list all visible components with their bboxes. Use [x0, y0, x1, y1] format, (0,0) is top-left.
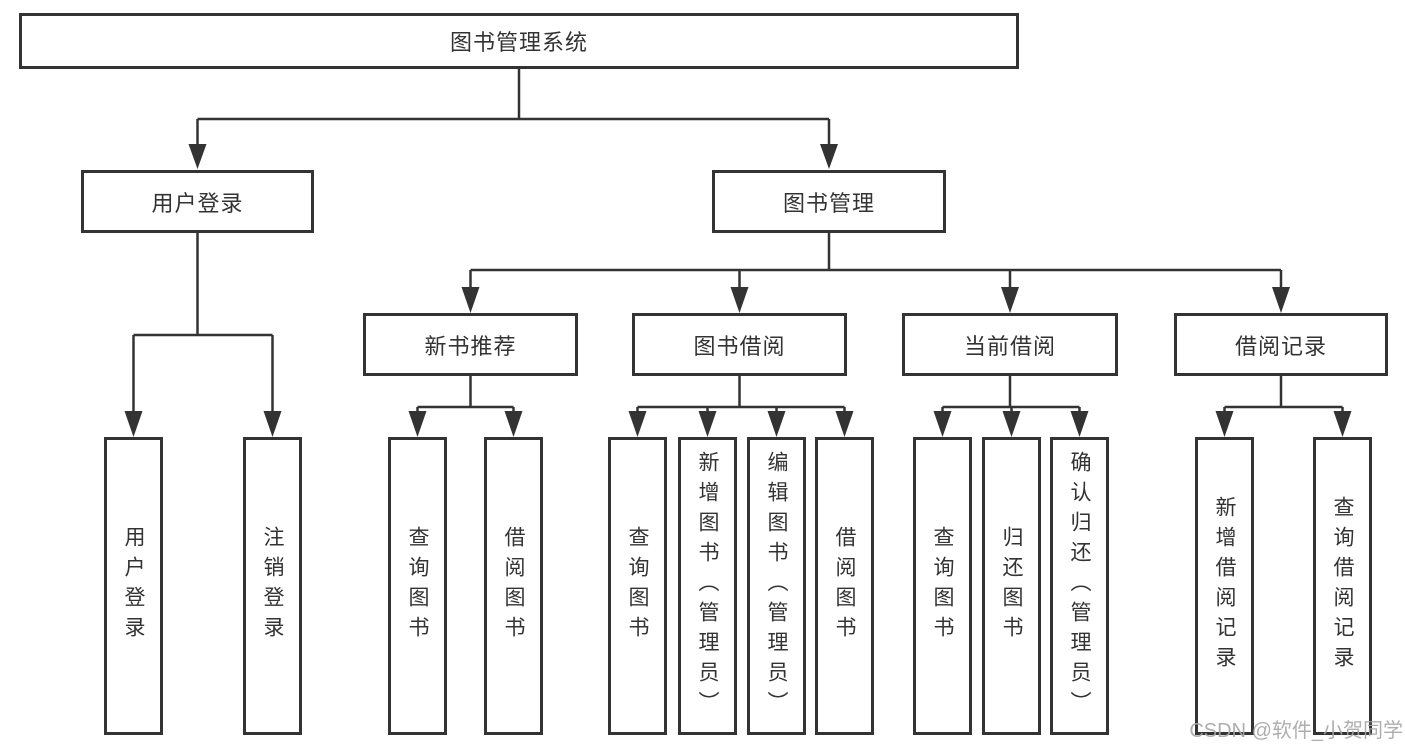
- node-leaf-br-query-record-label: 查询借阅记录: [1331, 496, 1354, 676]
- connector-user-login-children: [132, 233, 274, 414]
- node-user-login-label: 用户登录: [151, 190, 244, 216]
- node-leaf-bb-edit-books-admin: 编辑图书（管理员）: [747, 437, 806, 735]
- node-book-management-label: 图书管理: [782, 190, 875, 216]
- node-leaf-br-query-record: 查询借阅记录: [1313, 437, 1372, 735]
- arrowheads-user-login-children: [124, 411, 282, 437]
- connector-book-mgmt-to-level3: [469, 233, 1283, 291]
- connector-new-book-rec-children: [416, 376, 515, 415]
- node-leaf-cb-confirm-return-admin-label: 确认归还（管理员）: [1068, 451, 1091, 721]
- node-book-borrowing: 图书借阅: [632, 313, 847, 376]
- arrowheads-book-borrowing-children: [628, 411, 854, 437]
- node-leaf-cb-confirm-return-admin: 确认归还（管理员）: [1050, 437, 1109, 735]
- node-root: 图书管理系统: [19, 13, 1019, 69]
- node-leaf-bb-edit-books-admin-label: 编辑图书（管理员）: [765, 451, 788, 721]
- node-borrowing-records: 借阅记录: [1174, 313, 1388, 376]
- connector-current-borrowing-children: [941, 376, 1081, 415]
- node-borrowing-records-label: 借阅记录: [1234, 333, 1327, 359]
- connector-book-borrowing-children: [636, 376, 846, 415]
- node-leaf-nbr-query-books: 查询图书: [388, 437, 447, 735]
- node-current-borrowing-label: 当前借阅: [963, 333, 1056, 359]
- node-leaf-nbr-query-books-label: 查询图书: [406, 526, 429, 646]
- node-leaf-user-login: 用户登录: [104, 437, 163, 735]
- node-new-book-recommend: 新书推荐: [363, 313, 578, 376]
- connector-borrowing-records-children: [1223, 376, 1344, 415]
- node-leaf-logout-label: 注销登录: [261, 526, 284, 646]
- arrowheads-level3: [461, 287, 1290, 313]
- arrowheads-current-borrowing-children: [933, 411, 1089, 437]
- node-root-label: 图书管理系统: [449, 30, 588, 55]
- node-user-login: 用户登录: [81, 170, 314, 233]
- node-leaf-bb-add-books-admin-label: 新增图书（管理员）: [696, 451, 719, 721]
- node-book-borrowing-label: 图书借阅: [693, 333, 786, 359]
- node-leaf-nbr-borrow-books-label: 借阅图书: [502, 526, 525, 646]
- node-leaf-user-login-label: 用户登录: [122, 526, 145, 646]
- node-leaf-br-add-record-label: 新增借阅记录: [1213, 496, 1236, 676]
- node-leaf-bb-query-books: 查询图书: [608, 437, 667, 735]
- node-new-book-recommend-label: 新书推荐: [424, 333, 517, 359]
- node-leaf-logout: 注销登录: [243, 437, 302, 735]
- node-leaf-bb-query-books-label: 查询图书: [626, 526, 649, 646]
- watermark-text: CSDN @软件_小贺同学: [1189, 720, 1403, 742]
- node-book-management: 图书管理: [712, 170, 946, 233]
- node-leaf-cb-return-books: 归还图书: [982, 437, 1041, 735]
- node-current-borrowing: 当前借阅: [902, 313, 1118, 376]
- node-leaf-cb-query-books-label: 查询图书: [931, 526, 954, 646]
- node-leaf-bb-borrow-books: 借阅图书: [815, 437, 874, 735]
- node-leaf-nbr-borrow-books: 借阅图书: [484, 437, 543, 735]
- node-leaf-br-add-record: 新增借阅记录: [1195, 437, 1254, 735]
- node-leaf-bb-borrow-books-label: 借阅图书: [833, 526, 856, 646]
- connector-root-to-level2: [196, 69, 831, 146]
- arrowheads-borrowing-records-children: [1215, 411, 1352, 437]
- node-leaf-cb-return-books-label: 归还图书: [1000, 526, 1023, 646]
- node-leaf-cb-query-books: 查询图书: [913, 437, 972, 735]
- arrowheads-level2: [188, 144, 838, 169]
- arrowheads-new-book-rec-children: [408, 411, 523, 437]
- node-leaf-bb-add-books-admin: 新增图书（管理员）: [678, 437, 737, 735]
